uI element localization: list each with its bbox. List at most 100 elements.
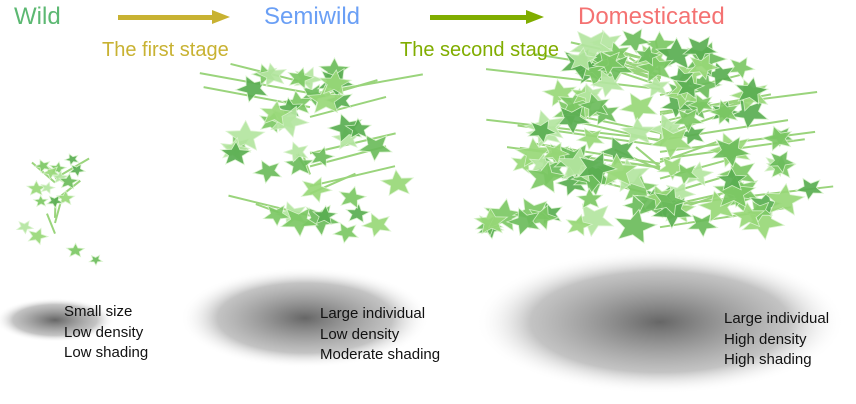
leaf bbox=[717, 157, 757, 191]
leaf bbox=[300, 176, 333, 204]
branch bbox=[46, 213, 56, 235]
trait: High shading bbox=[724, 351, 812, 368]
domesticated-traits: Large individual High density High shadi… bbox=[724, 309, 829, 371]
leaf bbox=[726, 56, 756, 80]
leaf bbox=[259, 99, 293, 127]
leaf bbox=[219, 140, 252, 166]
branch bbox=[635, 146, 661, 168]
arrow-second-stage bbox=[430, 10, 544, 24]
leaf bbox=[338, 185, 368, 209]
leaf bbox=[618, 92, 658, 124]
leaf bbox=[68, 163, 87, 178]
leaf bbox=[649, 125, 694, 160]
leaf bbox=[566, 46, 598, 71]
leaf bbox=[597, 53, 635, 83]
leaf bbox=[711, 136, 752, 168]
leaf bbox=[653, 186, 689, 217]
leaf bbox=[45, 194, 65, 209]
leaf bbox=[527, 119, 558, 144]
leaf bbox=[619, 117, 656, 145]
leaf bbox=[25, 179, 47, 196]
leaf bbox=[88, 254, 104, 267]
leaf bbox=[27, 227, 50, 246]
leaf bbox=[703, 61, 735, 88]
stage-title-wild: Wild bbox=[14, 3, 61, 30]
leaf bbox=[618, 28, 652, 55]
leaf bbox=[256, 62, 288, 87]
leaf bbox=[682, 35, 719, 64]
trait: Large individual bbox=[320, 305, 426, 322]
leaf bbox=[280, 89, 314, 116]
leaf bbox=[686, 213, 719, 238]
leaf bbox=[794, 177, 825, 201]
trait: Low shading bbox=[64, 344, 149, 361]
leaf bbox=[591, 50, 626, 77]
leaf bbox=[58, 172, 80, 190]
arrow-first-stage bbox=[118, 10, 230, 24]
trait: Large individual bbox=[724, 310, 830, 327]
leaf bbox=[641, 74, 671, 98]
leaf bbox=[473, 207, 509, 235]
leaf bbox=[505, 207, 541, 237]
leaf bbox=[15, 220, 35, 235]
leaf bbox=[345, 203, 371, 224]
wild-traits: Small size Low density Low shading bbox=[64, 302, 148, 364]
leaf bbox=[63, 153, 80, 166]
leaf bbox=[344, 117, 373, 139]
leaf bbox=[357, 134, 394, 162]
semiwild-traits: Large individual Low density Moderate sh… bbox=[320, 304, 440, 366]
leaf bbox=[634, 44, 662, 67]
trait: Moderate shading bbox=[320, 346, 441, 363]
leaf bbox=[687, 53, 721, 81]
leaf bbox=[309, 146, 336, 168]
leaf bbox=[674, 74, 706, 100]
leaf bbox=[730, 201, 766, 229]
leaf bbox=[525, 160, 567, 194]
leaf bbox=[575, 187, 604, 209]
leaf bbox=[565, 213, 594, 237]
leaf bbox=[40, 181, 56, 195]
semiwild-shadow bbox=[180, 268, 430, 368]
branch bbox=[54, 202, 62, 224]
trait: High density bbox=[724, 330, 807, 348]
trait: Low density bbox=[64, 323, 144, 341]
leaf bbox=[279, 207, 319, 238]
leaf bbox=[686, 93, 715, 116]
trait: Small size bbox=[64, 303, 133, 320]
stage-title-domesticated: Domesticated bbox=[578, 3, 725, 30]
leaf bbox=[697, 189, 737, 223]
leaf bbox=[252, 159, 283, 184]
leaf bbox=[767, 150, 796, 174]
leaf bbox=[672, 108, 705, 133]
leaf bbox=[715, 166, 748, 191]
leaf bbox=[287, 66, 315, 90]
leaf bbox=[763, 182, 806, 216]
leaf bbox=[670, 162, 700, 186]
leaf bbox=[65, 242, 86, 258]
stage-title-semiwild: Semiwild bbox=[264, 3, 361, 30]
leaf bbox=[311, 204, 339, 226]
leaf bbox=[282, 141, 309, 163]
leaf bbox=[577, 92, 611, 119]
leaf bbox=[734, 76, 770, 105]
transition-label-second: The second stage bbox=[400, 39, 559, 61]
leaf bbox=[55, 190, 76, 206]
leaf bbox=[262, 204, 292, 227]
wild-shadow bbox=[0, 298, 115, 342]
leaf bbox=[542, 141, 571, 165]
leaf bbox=[234, 75, 269, 103]
leaf bbox=[760, 125, 793, 152]
leaf bbox=[577, 151, 619, 186]
transition-label-first: The first stage bbox=[102, 39, 229, 61]
leaf bbox=[32, 194, 49, 208]
branch bbox=[485, 68, 661, 91]
trait: Low density bbox=[320, 325, 400, 343]
leaf bbox=[360, 212, 392, 238]
leaf bbox=[318, 69, 353, 96]
leaf bbox=[33, 158, 52, 174]
leaf bbox=[569, 30, 614, 65]
leaf bbox=[51, 170, 70, 184]
leaf bbox=[614, 208, 659, 244]
